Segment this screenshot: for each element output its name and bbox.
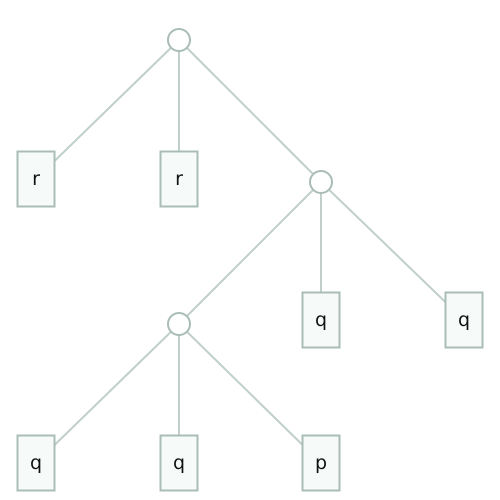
leaf-box (16, 434, 56, 492)
tree-nodes: r r q q q q p (16, 28, 484, 492)
leaf-label: q (30, 452, 42, 474)
branch-node (309, 170, 333, 194)
leaf-label: r (175, 168, 183, 190)
tree-edge (178, 323, 322, 464)
tree-edge (320, 181, 465, 321)
leaf-label: p (315, 452, 327, 474)
leaf-box (444, 291, 484, 349)
tree-edge (178, 39, 322, 183)
tree-edge (35, 323, 180, 464)
leaf-box (301, 434, 341, 492)
tree-edges (35, 39, 465, 464)
leaf-label: r (32, 168, 40, 190)
tree-edge (35, 39, 180, 180)
leaf-label: q (173, 452, 185, 474)
leaf-node: q (444, 291, 484, 349)
leaf-label: q (458, 309, 470, 331)
leaf-box (16, 150, 56, 208)
leaf-node: r (16, 150, 56, 208)
leaf-box (159, 434, 199, 492)
branch-node (167, 312, 191, 336)
leaf-node: q (159, 434, 199, 492)
branch-node (167, 28, 191, 52)
leaf-node: p (301, 434, 341, 492)
leaf-node: q (301, 291, 341, 349)
leaf-box (301, 291, 341, 349)
leaf-label: q (315, 309, 327, 331)
leaf-node: q (16, 434, 56, 492)
leaf-box (159, 150, 199, 208)
tree-edge (178, 181, 322, 325)
leaf-node: r (159, 150, 199, 208)
